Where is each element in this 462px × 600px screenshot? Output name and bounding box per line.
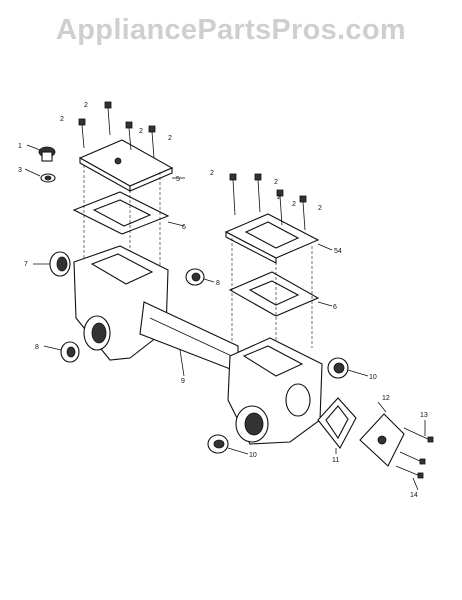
bearing-10-right (327, 357, 349, 379)
end-cover (359, 413, 405, 467)
bearing-8-left (60, 341, 80, 363)
callout-1: 1 (18, 143, 22, 150)
end-gasket (317, 397, 357, 450)
bearing-8-top (185, 268, 205, 286)
callout-2: 2 (168, 135, 172, 142)
callout-2: 2 (274, 179, 278, 186)
callout-2: 2 (277, 194, 281, 201)
callout-2: 2 (318, 205, 322, 212)
alignment-lines (83, 165, 313, 352)
callout-3: 3 (18, 167, 22, 174)
callout-10: 10 (249, 452, 257, 459)
watermark: AppliancePartsPros.com (56, 14, 406, 46)
leader-lines (24, 144, 426, 491)
callout-2: 2 (292, 201, 296, 208)
plug (38, 146, 56, 162)
callout-2: 2 (210, 170, 214, 177)
callout-6: 6 (182, 224, 186, 231)
gasket-left (72, 191, 170, 235)
callout-9: 9 (181, 378, 185, 385)
callout-2: 2 (139, 128, 143, 135)
cover-plate-right (224, 213, 320, 264)
callout-12: 12 (382, 395, 390, 402)
callout-8: 8 (216, 280, 220, 287)
bearing-10-bottom (207, 434, 229, 454)
callout-14: 14 (410, 492, 418, 499)
callout-10: 10 (369, 374, 377, 381)
bearing-7 (49, 251, 71, 277)
screws-right (229, 173, 307, 231)
gear-housing (73, 245, 323, 445)
callout-11: 11 (332, 457, 339, 464)
callout-13: 13 (420, 412, 428, 419)
cover-plate-left (78, 139, 174, 192)
callout-54: 54 (334, 248, 342, 255)
callout-5: 5 (176, 176, 180, 183)
washer (40, 173, 56, 183)
callout-labels: 2 2 2 2 1 3 5 6 2 2 2 2 2 54 7 8 6 8 9 1… (18, 102, 428, 499)
callout-6: 6 (333, 304, 337, 311)
gasket-right (228, 271, 320, 317)
callout-2: 2 (60, 116, 64, 123)
bolts (395, 427, 434, 479)
callout-7: 7 (24, 261, 28, 268)
callout-8: 8 (35, 344, 39, 351)
callout-2: 2 (84, 102, 88, 109)
screws-left (78, 101, 156, 159)
